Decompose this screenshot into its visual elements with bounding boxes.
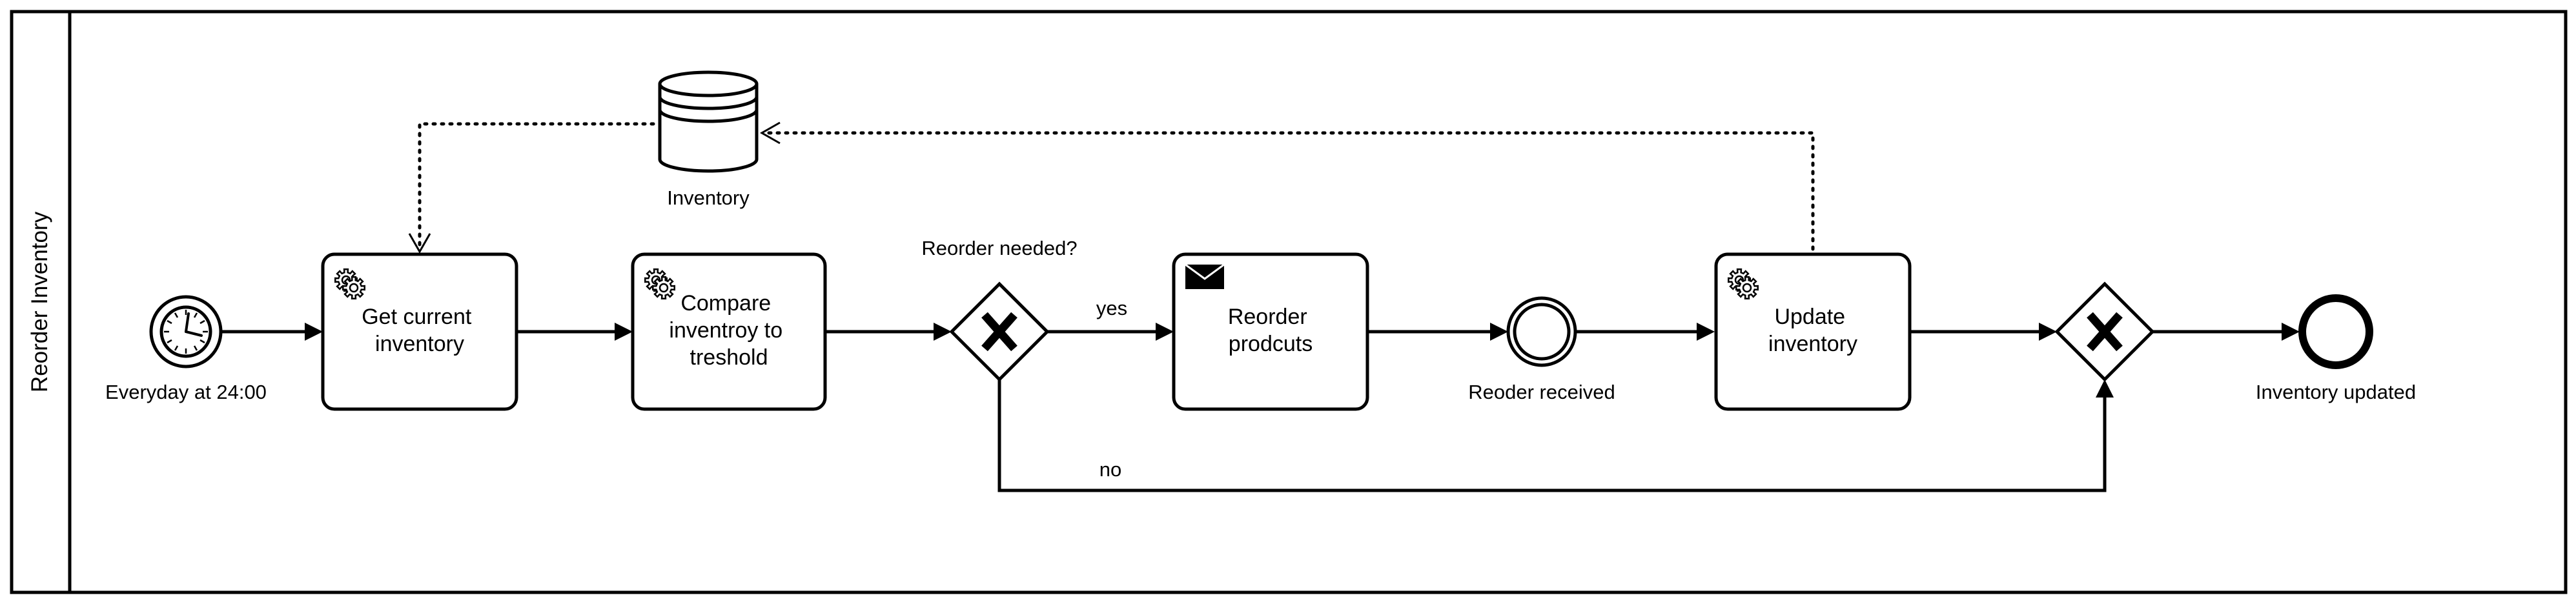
task-label: Compare inventroy to treshold (669, 291, 788, 370)
flow-compare-to-gateway (825, 323, 952, 341)
intermediate-event-label: Reoder received (1468, 381, 1615, 403)
flow-label-yes: yes (1096, 297, 1127, 319)
flow-merge-to-end (2152, 323, 2300, 341)
gateway-reorder-needed[interactable]: Reorder needed? (921, 237, 1078, 382)
end-event-label: Inventory updated (2256, 381, 2416, 403)
flow-start-to-get-inventory (221, 323, 323, 341)
data-store-label: Inventory (667, 186, 750, 209)
flow-update-to-merge (1910, 323, 2057, 341)
gear-icon (644, 268, 675, 299)
task-label: Get current inventory (362, 305, 478, 356)
flow-label-no: no (1099, 458, 1121, 481)
gear-icon (334, 268, 365, 299)
start-event-label: Everyday at 24:00 (105, 381, 267, 403)
task-compare-inventory[interactable]: Compare inventroy to treshold (631, 252, 827, 411)
task-label: Update inventory (1768, 305, 1857, 356)
x-icon (2087, 312, 2123, 352)
start-event-timer[interactable]: Everyday at 24:00 (105, 295, 267, 403)
flow-gateway-yes (1047, 323, 1174, 341)
gateway-merge[interactable] (2054, 281, 2155, 382)
gateway-label: Reorder needed? (921, 237, 1077, 259)
gear-icon (1728, 268, 1759, 299)
flow-reorder-to-event (1367, 323, 1508, 341)
lane-label: Reorder Inventory (27, 211, 52, 392)
intermediate-event-reorder-received[interactable]: Reoder received (1468, 296, 1615, 403)
task-reorder-products[interactable]: Reorder prodcuts (1172, 252, 1369, 411)
flow-event-to-update (1575, 323, 1715, 341)
envelope-icon (1185, 263, 1225, 289)
task-update-inventory[interactable]: Update inventory (1714, 252, 1912, 411)
x-icon (981, 312, 1017, 352)
end-event-inventory-updated[interactable]: Inventory updated (2256, 294, 2416, 403)
sequence-flows (221, 323, 2300, 492)
data-association-read (408, 122, 655, 254)
data-store-inventory[interactable]: Inventory (658, 70, 759, 209)
data-association-write (759, 121, 1815, 251)
flow-get-to-compare (516, 323, 633, 341)
flow-gateway-no (997, 379, 2114, 492)
task-label: Reorder prodcuts (1228, 305, 1313, 356)
task-get-current-inventory[interactable]: Get current inventory (321, 252, 518, 411)
